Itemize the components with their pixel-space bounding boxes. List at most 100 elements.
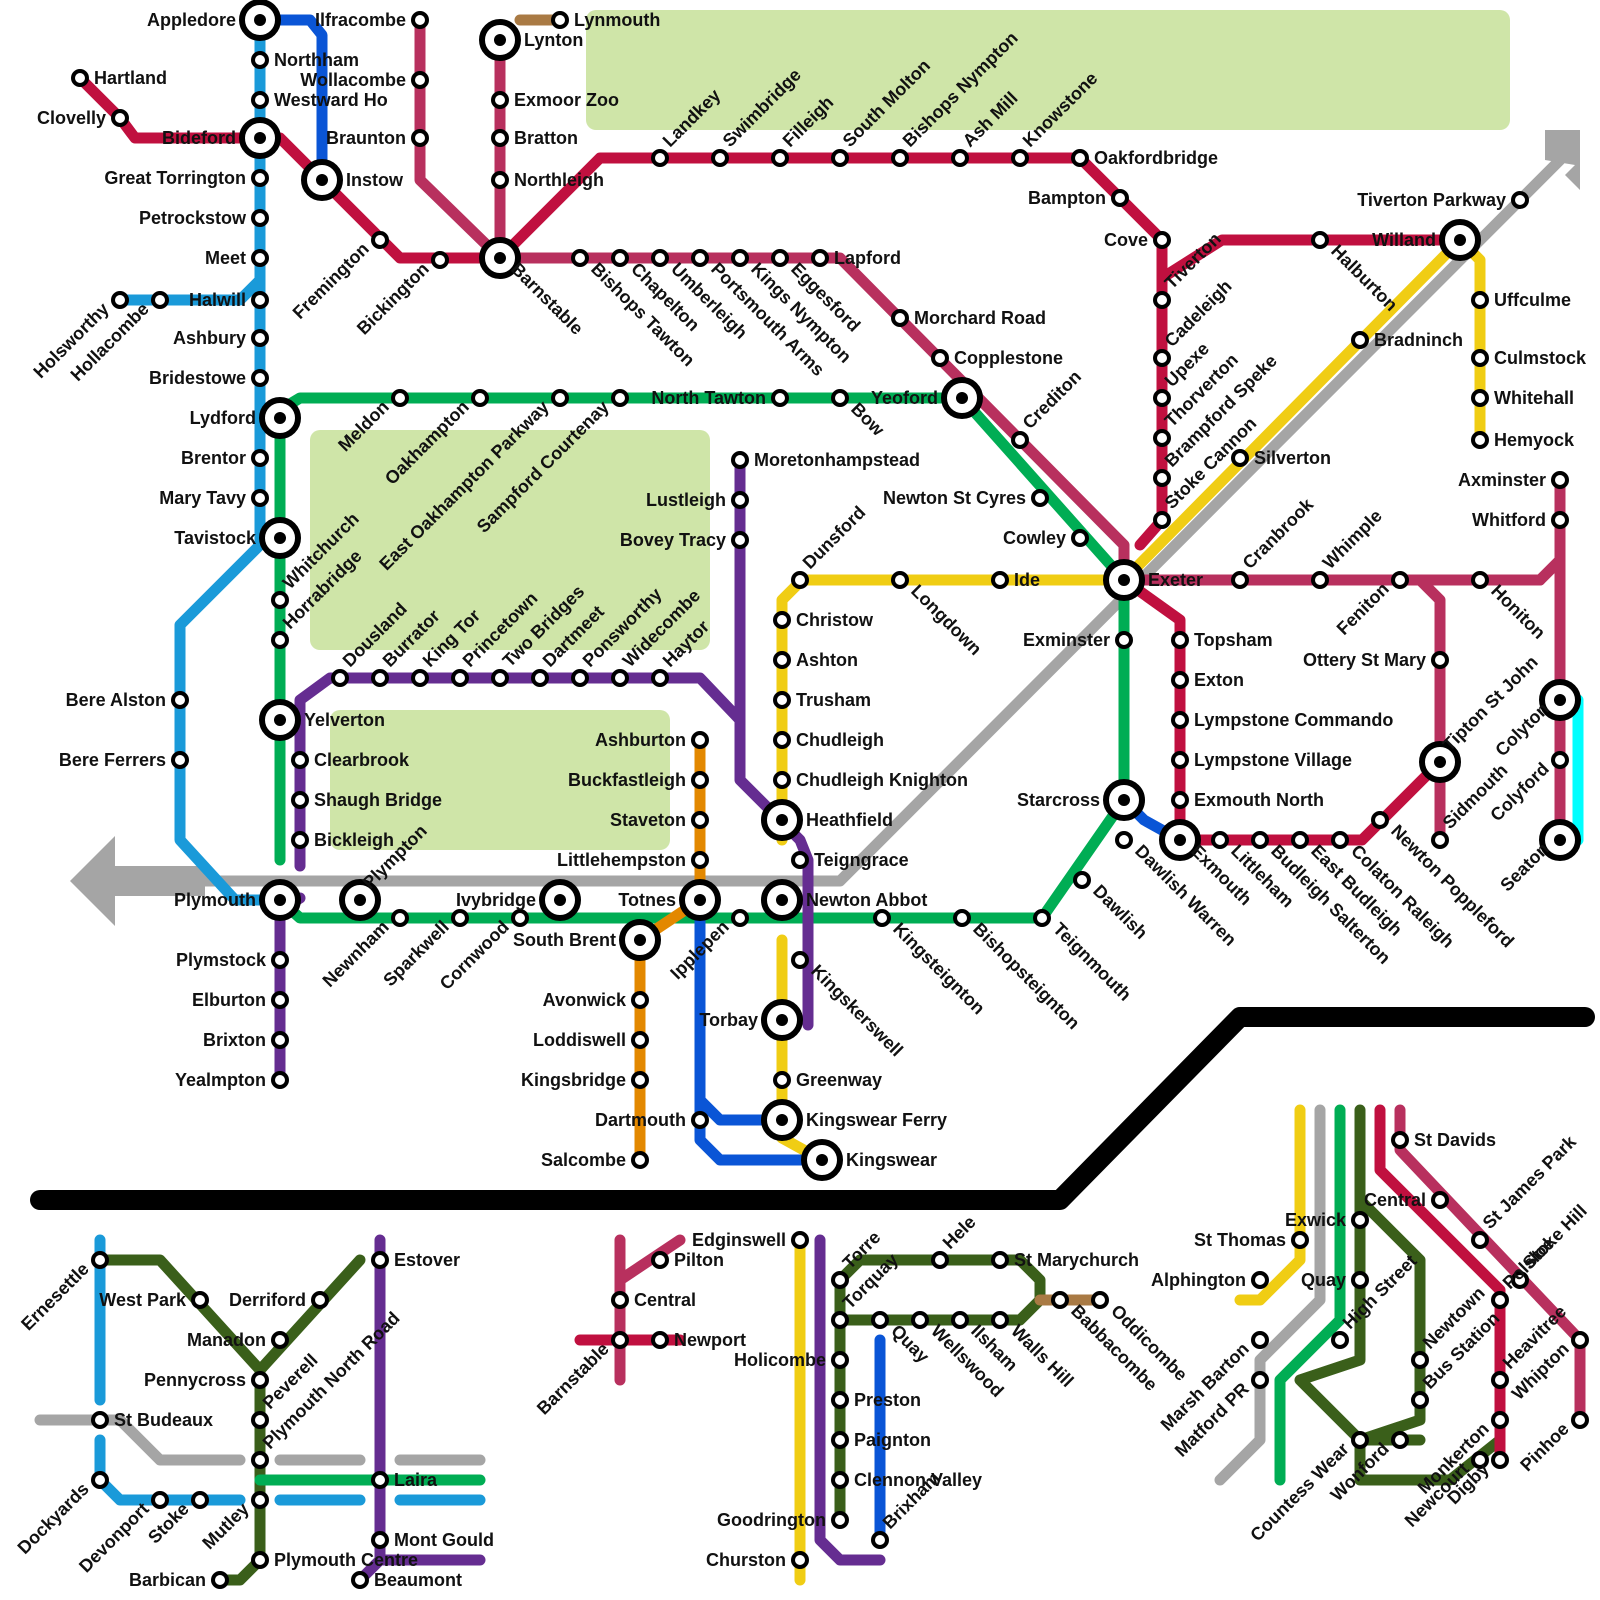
station-marker[interactable] (271, 1031, 289, 1049)
station-polsloe[interactable] (1491, 1291, 1509, 1309)
station-marker[interactable] (251, 249, 269, 267)
station-marker[interactable] (1111, 189, 1129, 207)
station-preston[interactable] (831, 1391, 849, 1409)
station-marker[interactable] (711, 149, 729, 167)
station-digby[interactable] (1491, 1451, 1509, 1469)
station-whipton[interactable] (1571, 1331, 1589, 1349)
station-marker[interactable] (491, 171, 509, 189)
station-marker[interactable] (1171, 791, 1189, 809)
station-marker[interactable] (1033, 909, 1051, 927)
station-marker[interactable] (1153, 291, 1171, 309)
station-marker[interactable] (171, 691, 189, 709)
station-morchard-road[interactable] (891, 309, 909, 327)
station-ponsworthy[interactable] (571, 669, 589, 687)
station-exmoor-zoo[interactable] (491, 91, 509, 109)
station-greenway[interactable] (773, 1071, 791, 1089)
station-topsham[interactable] (1171, 631, 1189, 649)
station-marker[interactable] (991, 571, 1009, 589)
station-newton-st-cyres[interactable] (1031, 489, 1049, 507)
station-starcross[interactable] (1103, 779, 1145, 821)
station-bickington[interactable] (431, 251, 449, 269)
station-bratton[interactable] (491, 129, 509, 147)
station-marker[interactable] (1115, 631, 1133, 649)
station-chapelton[interactable] (611, 249, 629, 267)
station-princetown[interactable] (451, 669, 469, 687)
station-marker[interactable] (871, 1531, 889, 1549)
station-braunton[interactable] (411, 129, 429, 147)
station-marker[interactable] (451, 669, 469, 687)
station-cranbrook[interactable] (1231, 571, 1249, 589)
station-chudleigh-knighton[interactable] (773, 771, 791, 789)
station-hemyock[interactable] (1471, 431, 1489, 449)
station-culmstock[interactable] (1471, 349, 1489, 367)
station-axminster[interactable] (1551, 471, 1569, 489)
station-sparkwell[interactable] (451, 909, 469, 927)
station-marker[interactable] (251, 1451, 269, 1469)
station-marker[interactable] (811, 249, 829, 267)
station-pinhoe[interactable] (1571, 1411, 1589, 1429)
station-marker[interactable] (611, 1331, 629, 1349)
station-marker[interactable] (831, 1431, 849, 1449)
station-marker[interactable] (951, 1311, 969, 1329)
station-bickleigh[interactable] (291, 831, 309, 849)
station-ilsham[interactable] (951, 1311, 969, 1329)
station-marker[interactable] (1251, 1371, 1269, 1389)
station-marker[interactable] (1071, 529, 1089, 547)
station-stoke[interactable] (191, 1491, 209, 1509)
station-marker[interactable] (291, 751, 309, 769)
station-cove[interactable] (1153, 231, 1171, 249)
station-two-bridges[interactable] (491, 669, 509, 687)
station-marker[interactable] (1051, 1291, 1069, 1309)
station-dockyards[interactable] (91, 1471, 109, 1489)
station-quay[interactable] (871, 1311, 889, 1329)
station-loddiswell[interactable] (631, 1031, 649, 1049)
station-bishops-tawton[interactable] (571, 249, 589, 267)
station-clovelly[interactable] (111, 109, 129, 127)
station-marker[interactable] (791, 851, 809, 869)
station-st-davids[interactable] (1391, 1131, 1409, 1149)
station-dartmouth[interactable] (691, 1111, 709, 1129)
station-marker[interactable] (1211, 831, 1229, 849)
station-bere-ferrers[interactable] (171, 751, 189, 769)
station-marker[interactable] (691, 811, 709, 829)
station-st-budeaux[interactable] (91, 1411, 109, 1429)
station-mary-tavy[interactable] (251, 489, 269, 507)
station-marker[interactable] (251, 329, 269, 347)
station-exton[interactable] (1171, 671, 1189, 689)
station-lympstone-commando[interactable] (1171, 711, 1189, 729)
station-burrator[interactable] (371, 669, 389, 687)
station-exwick[interactable] (1351, 1211, 1369, 1229)
station-marker[interactable] (251, 489, 269, 507)
station-marker[interactable] (1251, 1271, 1269, 1289)
station-marker[interactable] (71, 69, 89, 87)
station-cadeleigh[interactable] (1153, 349, 1171, 367)
station-petrockstow[interactable] (251, 209, 269, 227)
station-marker[interactable] (831, 1471, 849, 1489)
station-marker[interactable] (571, 249, 589, 267)
station-marker[interactable] (111, 109, 129, 127)
station-marker[interactable] (451, 909, 469, 927)
station-marker[interactable] (991, 1251, 1009, 1269)
station-marker[interactable] (251, 1411, 269, 1429)
station-east-okehampton[interactable] (551, 389, 569, 407)
station-marker[interactable] (831, 1511, 849, 1529)
station-moretonhampstead[interactable] (731, 451, 749, 469)
station-kingswear[interactable] (801, 1139, 843, 1181)
station-newport[interactable] (651, 1331, 669, 1349)
station-marker[interactable] (371, 669, 389, 687)
station-marker[interactable] (773, 611, 791, 629)
station-plymstock[interactable] (271, 951, 289, 969)
station-monkerton[interactable] (1491, 1411, 1509, 1429)
station-marker[interactable] (1471, 1451, 1489, 1469)
station-tipton-st-john[interactable] (1419, 741, 1461, 783)
station-marker[interactable] (1153, 429, 1171, 447)
station-marker[interactable] (791, 951, 809, 969)
station-marker[interactable] (611, 1291, 629, 1309)
station-marker[interactable] (251, 51, 269, 69)
station-westward-ho[interactable] (251, 91, 269, 109)
station-holicombe[interactable] (831, 1351, 849, 1369)
station-marker[interactable] (691, 851, 709, 869)
station-lapford[interactable] (811, 249, 829, 267)
station-marker[interactable] (631, 1031, 649, 1049)
station-marker[interactable] (691, 731, 709, 749)
